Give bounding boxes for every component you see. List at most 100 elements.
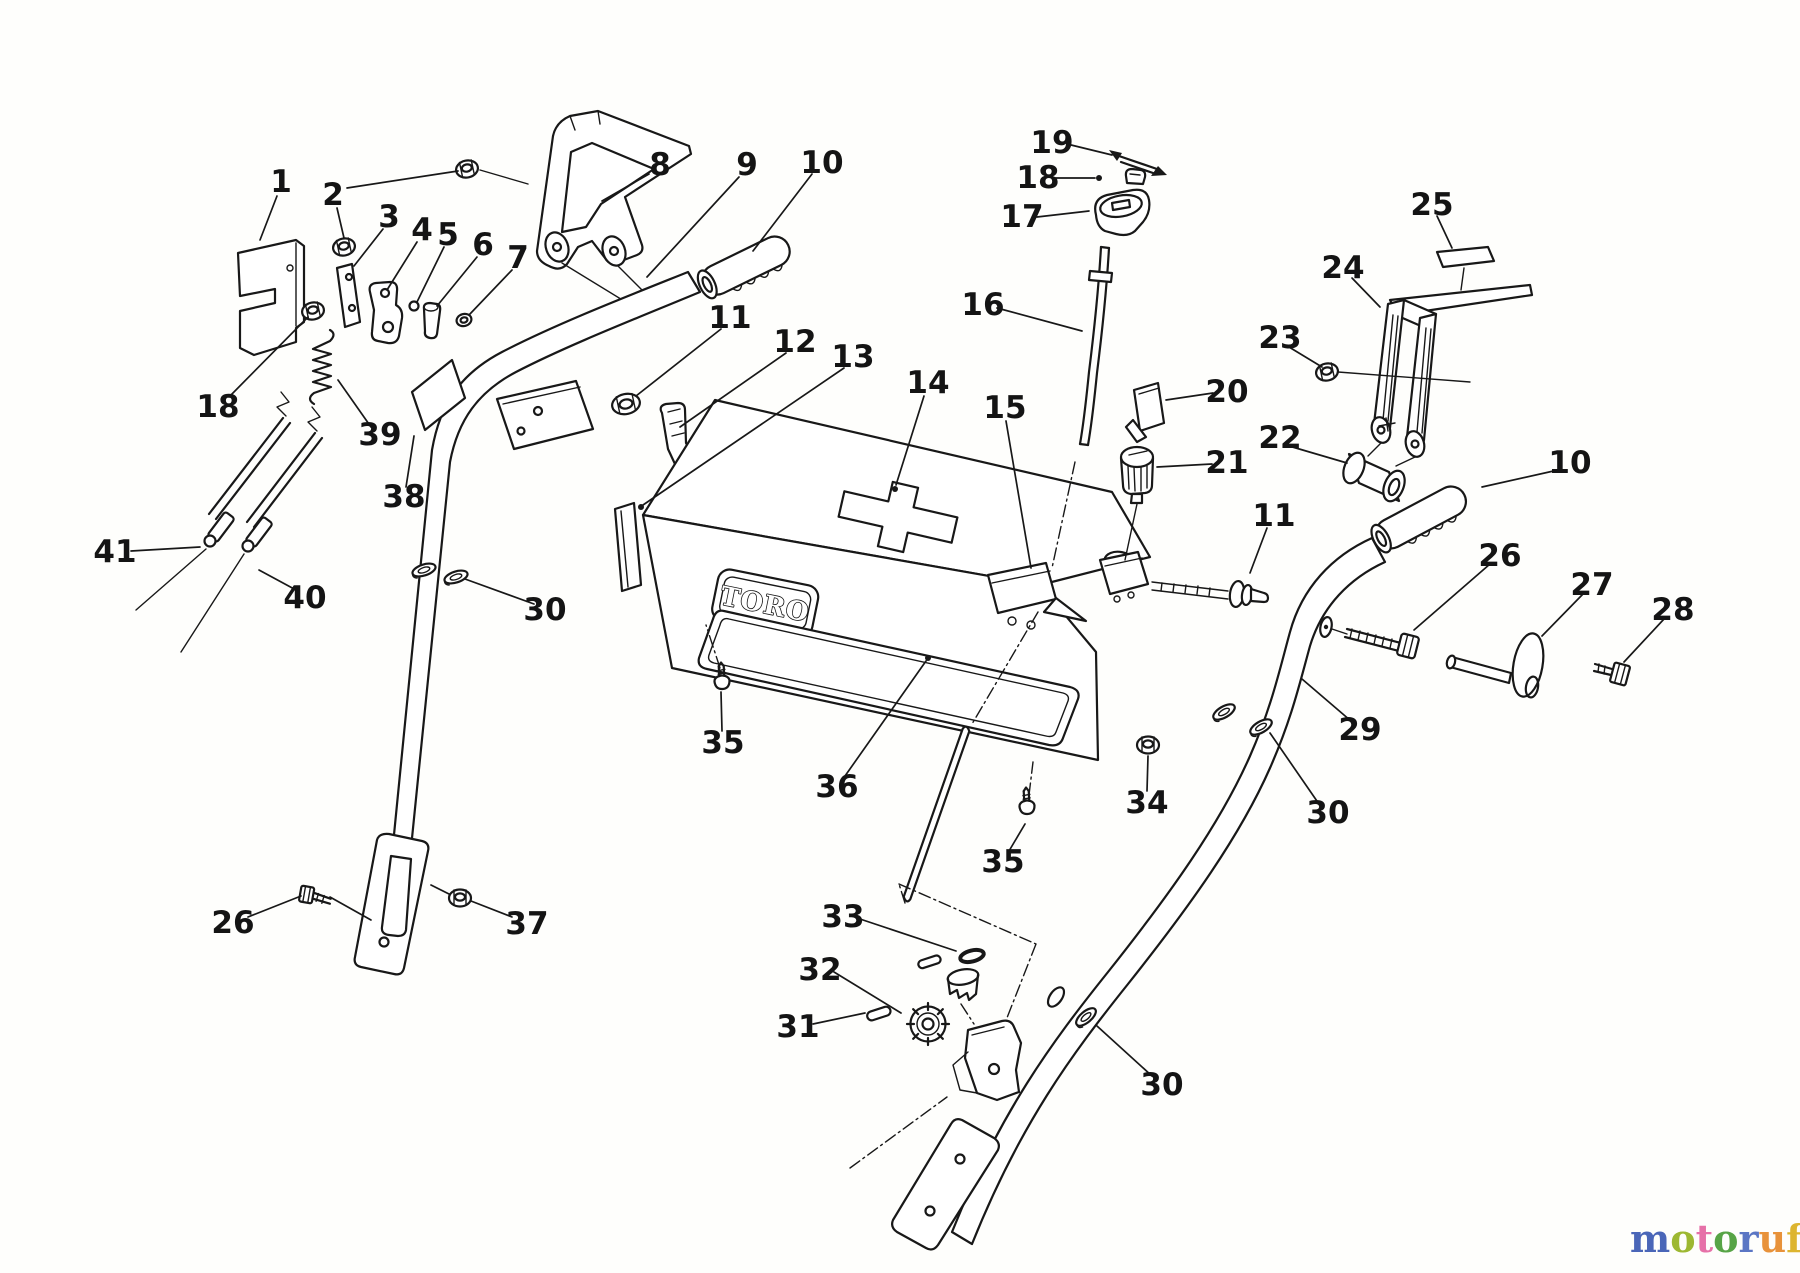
callout-36: 36 [815, 769, 858, 805]
callout-leader-25 [1436, 215, 1453, 249]
part-5-washer [408, 300, 420, 312]
callout-13: 13 [831, 339, 874, 375]
part-10-grip-left [696, 235, 791, 300]
callout-leader-40 [258, 569, 297, 591]
callout-leader-41 [130, 546, 201, 552]
watermark-letter: f [1786, 1216, 1800, 1261]
callout-12: 12 [773, 324, 816, 360]
callout-leader-30a [464, 578, 535, 605]
part-20-bracket [1124, 381, 1166, 444]
callout-39: 39 [358, 417, 401, 453]
callout-22: 22 [1258, 420, 1301, 456]
phantom-assembly-lines [705, 461, 1076, 1169]
callout-4: 4 [411, 212, 433, 248]
part-36-decal-recess [697, 609, 1080, 747]
callout-leader-14 [895, 395, 925, 486]
part-15-indicator-plate [986, 561, 1088, 630]
part-cable-40 [180, 406, 324, 653]
callout-35a: 35 [701, 725, 744, 761]
callout-leader-38 [405, 435, 415, 488]
callout-leader-26a [247, 895, 302, 918]
part-29-handle-tube-right [950, 536, 1387, 1246]
callout-11b: 11 [1252, 498, 1295, 534]
part-10-grip-right [1370, 485, 1468, 554]
watermark-letter: m [1630, 1216, 1671, 1261]
callout-14: 14 [906, 365, 949, 401]
callout-leader-31 [812, 1012, 866, 1025]
callout-dot-13 [638, 504, 644, 510]
callout-20: 20 [1205, 374, 1248, 410]
part-28-bolt [1592, 661, 1631, 687]
shift-rod-lower [902, 725, 971, 903]
callout-leader-39 [337, 379, 372, 428]
callout-10b: 10 [1548, 445, 1591, 481]
callout-11a: 11 [708, 300, 751, 336]
callout-17: 17 [1000, 199, 1043, 235]
callout-leader-30c [1096, 1025, 1153, 1077]
callout-leader-17 [1036, 210, 1090, 218]
part-13-trim-strip [613, 501, 643, 593]
callout-3: 3 [378, 199, 400, 235]
callout-leader-34 [1146, 755, 1149, 792]
callout-leader-35b [1008, 823, 1026, 852]
callout-41: 41 [93, 534, 136, 570]
part-2-nut-upper [453, 157, 481, 181]
callout-dot-14 [892, 486, 898, 492]
callout-32: 32 [798, 952, 841, 988]
callout-37: 37 [505, 906, 548, 942]
callout-33: 33 [821, 899, 864, 935]
callout-7: 7 [507, 240, 529, 276]
callout-26a: 26 [211, 905, 254, 941]
callout-2: 2 [322, 177, 344, 213]
callout-25: 25 [1410, 187, 1453, 223]
part-37-nut [447, 888, 473, 908]
part-17-shift-knob [1094, 188, 1151, 237]
part-2-nut [330, 235, 358, 259]
callout-6: 6 [472, 227, 494, 263]
callout-30b: 30 [1306, 795, 1349, 831]
callout-24: 24 [1321, 250, 1364, 286]
watermark-letter: t [1695, 1216, 1714, 1261]
callout-1: 1 [270, 164, 292, 200]
callout-35b: 35 [981, 844, 1024, 880]
part-35-screw-right [1017, 786, 1037, 816]
callout-leader-27 [1541, 593, 1584, 637]
part-18-pin [1124, 167, 1147, 186]
part-11-axle-bolt [1151, 579, 1270, 609]
callout-leader-21 [1156, 463, 1213, 468]
watermark-letter: o [1670, 1216, 1696, 1261]
callout-34: 34 [1125, 785, 1168, 821]
part-cable-41 [135, 391, 292, 611]
lower-shift-bracket [952, 1019, 1023, 1102]
part-30-clip [1209, 700, 1239, 725]
callout-leader-18a [228, 316, 309, 398]
callout-30c: 30 [1140, 1067, 1183, 1103]
callout-leader-3 [353, 228, 384, 267]
callout-5: 5 [437, 217, 459, 253]
part-21-knob [1119, 445, 1155, 561]
part-14-control-panel: TORO [613, 398, 1270, 762]
callout-23: 23 [1258, 320, 1301, 356]
callout-30a: 30 [523, 592, 566, 628]
part-22-roller [1342, 417, 1406, 503]
cable-mount-plate [495, 379, 595, 451]
callout-leader-36 [844, 660, 927, 777]
callout-leader-37 [430, 884, 450, 895]
callout-leader-15 [1005, 420, 1032, 569]
part-11-nut-left [611, 392, 641, 416]
callout-dot-18b [1096, 175, 1102, 181]
part-3-latch-plate [335, 262, 362, 329]
part-32-gear [905, 1001, 951, 1047]
callout-leader-2 [346, 170, 459, 189]
callout-21: 21 [1205, 445, 1248, 481]
callout-28: 28 [1651, 592, 1694, 628]
callout-leader-28 [1623, 618, 1665, 663]
part-16-shift-rod [1078, 245, 1114, 447]
callout-leader-11b [1249, 527, 1268, 574]
part-38-decal [410, 358, 467, 432]
callout-18a: 18 [196, 389, 239, 425]
callout-leader-24 [1351, 277, 1381, 308]
